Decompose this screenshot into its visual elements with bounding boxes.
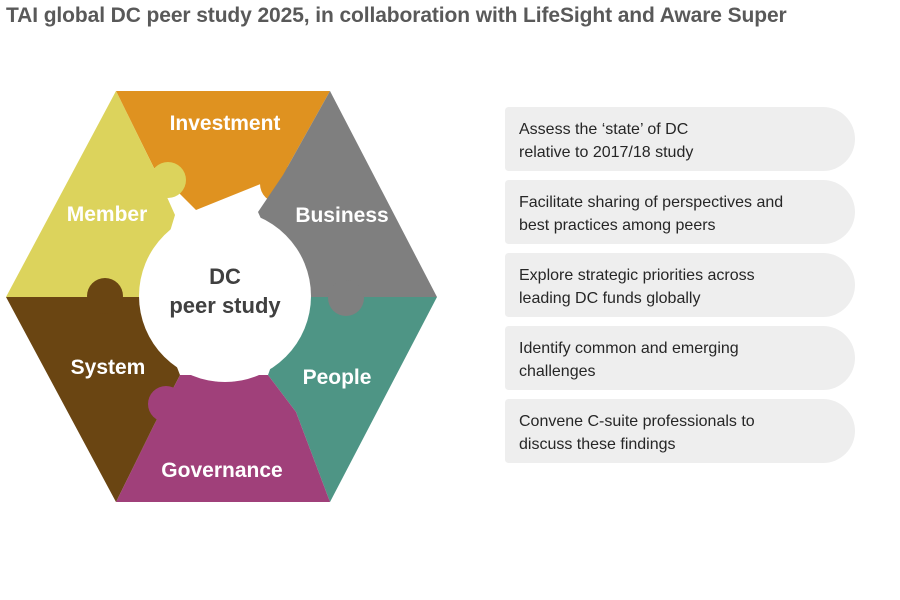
segment-governance-label: Governance (161, 459, 282, 482)
center-circle (139, 210, 311, 382)
segment-people-label: People (303, 366, 372, 389)
segment-member-shape (6, 91, 175, 297)
hexagon-puzzle-svg: DC peer study Investment Business People… (6, 91, 437, 502)
segment-business-label: Business (295, 204, 388, 227)
objective-text: Identify common and emerging challenges (519, 340, 739, 380)
connector-knob-investment-member (150, 162, 186, 198)
segment-system-label: System (71, 356, 146, 379)
objective-text: Convene C-suite professionals to discuss… (519, 413, 755, 453)
connector-knob-system-member (87, 278, 123, 314)
connector-knob-business-people (328, 280, 364, 316)
objective-text: Assess the ‘state’ of DC relative to 201… (519, 121, 694, 161)
segment-system-shape (6, 297, 180, 502)
center-label-line2: peer study (169, 293, 281, 318)
segment-system (6, 297, 180, 502)
segment-people (268, 297, 437, 502)
hexagon-puzzle-diagram: DC peer study Investment Business People… (6, 91, 437, 502)
objective-text: Facilitate sharing of perspectives and b… (519, 194, 784, 234)
segment-business (258, 91, 437, 297)
segment-member (6, 91, 175, 297)
center-label-line1: DC (209, 264, 241, 289)
objectives-list: Assess the ‘state’ of DC relative to 201… (505, 107, 855, 472)
objective-item: Convene C-suite professionals to discuss… (505, 399, 855, 463)
connector-knob-governance-system (148, 386, 184, 422)
segment-investment-label: Investment (170, 112, 281, 135)
objective-item: Identify common and emerging challenges (505, 326, 855, 390)
objective-item: Assess the ‘state’ of DC relative to 201… (505, 107, 855, 171)
segment-people-shape (268, 297, 437, 502)
segment-business-shape (258, 91, 437, 297)
objective-item: Facilitate sharing of perspectives and b… (505, 180, 855, 244)
page-title: TAI global DC peer study 2025, in collab… (6, 4, 787, 27)
objective-item: Explore strategic priorities across lead… (505, 253, 855, 317)
objective-text: Explore strategic priorities across lead… (519, 267, 755, 307)
segment-member-label: Member (67, 203, 148, 226)
